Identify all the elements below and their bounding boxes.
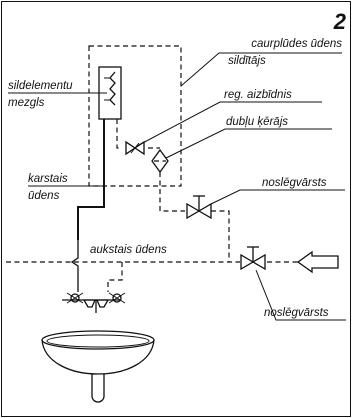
filter-leader-line (165, 128, 332, 159)
hot-supply-pipe (70, 240, 79, 292)
label-filter: dubļu ķērājs (226, 116, 288, 128)
label-element-line1: sildelementu (8, 80, 73, 92)
mixer-faucet (62, 292, 126, 313)
label-shutoff-upper: noslēgvārsts (262, 177, 327, 189)
label-element-line2: mezgls (8, 97, 45, 109)
mud-trap (151, 148, 169, 174)
figure-number: 2 (333, 9, 347, 34)
heater-feed-pipe (116, 119, 122, 149)
branch-pipe (211, 210, 230, 262)
label-cold: aukstais ūdens (90, 244, 167, 256)
regulator-leader-line (136, 101, 322, 147)
label-hot-line2: ūdens (28, 190, 60, 202)
upper-shutoff-valve (186, 195, 212, 220)
label-heater-line1: caurplūdes ūdens (251, 38, 342, 50)
heater-leader-line (180, 52, 342, 87)
hot-water-pipe (77, 119, 105, 240)
cold-supply-pipe (107, 262, 123, 292)
label-shutoff-lower: noslēgvārsts (264, 307, 329, 319)
label-regulator: reg. aizbīdnis (224, 89, 292, 101)
label-hot-line1: karstais (28, 173, 68, 185)
washbasin (41, 330, 155, 403)
inlet-arrow-icon (296, 250, 339, 274)
label-heater-line2: sildītājs (228, 55, 266, 67)
upper-shutoff-leader-line (210, 189, 345, 205)
lower-shutoff-leader-line (255, 269, 346, 321)
heater-housing (88, 45, 182, 187)
filter-outlet-pipe (159, 172, 185, 212)
lower-shutoff-valve (240, 246, 266, 271)
